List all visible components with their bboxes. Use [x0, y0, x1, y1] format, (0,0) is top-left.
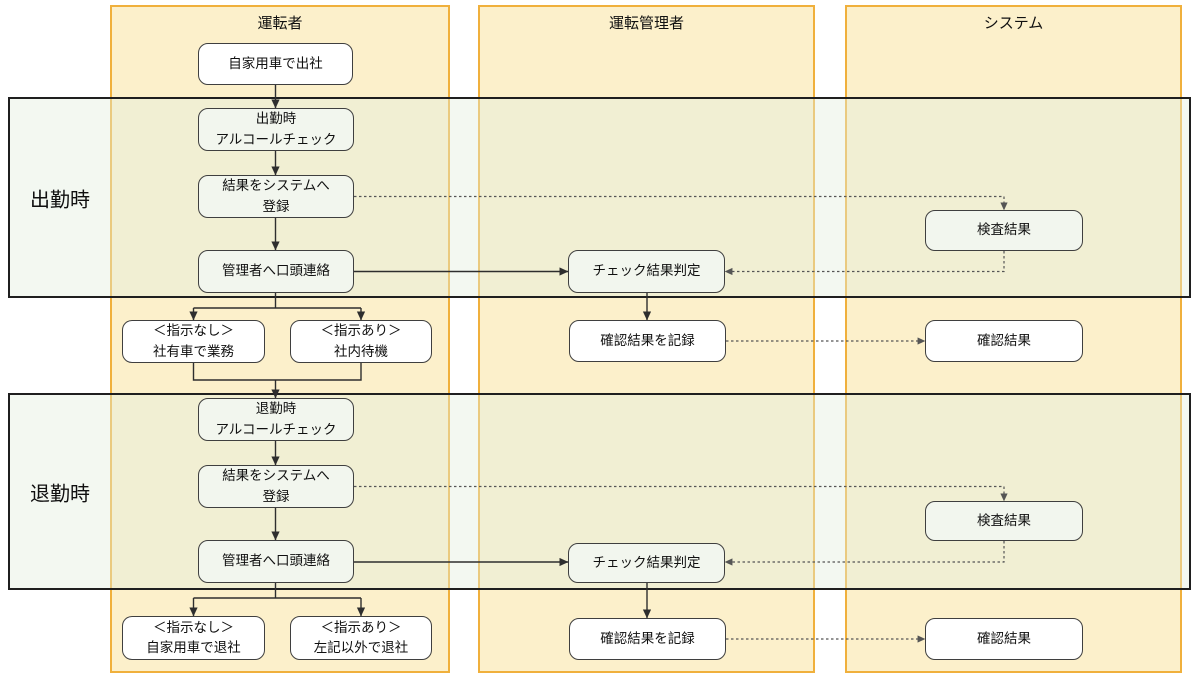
node-morning-record-confirmation: 確認結果を記録	[569, 320, 726, 362]
node-morning-verbal-report: 管理者へ口頭連絡	[198, 250, 354, 293]
node-morning-no-instruction: ＜指示なし＞ 社有車で業務	[122, 320, 265, 363]
node-morning-alcohol-check: 出勤時 アルコールチェック	[198, 108, 354, 151]
lane-system-title: システム	[983, 14, 1044, 32]
node-evening-record-confirmation: 確認結果を記録	[569, 618, 726, 660]
lane-driver-title: 運転者	[257, 14, 303, 32]
lane-operation-manager-title: 運転管理者	[608, 14, 684, 32]
node-morning-confirmation-result: 確認結果	[925, 320, 1083, 362]
node-evening-confirmation-result: 確認結果	[925, 618, 1083, 660]
node-evening-no-instruction: ＜指示なし＞ 自家用車で退社	[122, 616, 265, 660]
node-evening-check-judgement: チェック結果判定	[568, 543, 725, 583]
node-morning-check-judgement: チェック結果判定	[568, 250, 725, 293]
node-morning-instruction: ＜指示あり＞ 社内待機	[290, 320, 432, 363]
node-evening-instruction: ＜指示あり＞ 左記以外で退社	[290, 616, 432, 660]
node-morning-register-result: 結果をシステムへ 登録	[198, 175, 354, 218]
node-evening-register-result: 結果をシステムへ 登録	[198, 465, 354, 508]
node-arrive-by-private-car: 自家用車で出社	[198, 43, 353, 85]
node-morning-inspection-result: 検査結果	[925, 210, 1083, 251]
band-clock-in-label: 出勤時	[30, 187, 90, 211]
node-evening-inspection-result: 検査結果	[925, 501, 1083, 541]
band-clock-out-label: 退勤時	[30, 481, 90, 505]
node-evening-alcohol-check: 退勤時 アルコールチェック	[198, 398, 354, 441]
node-evening-verbal-report: 管理者へ口頭連絡	[198, 540, 354, 583]
